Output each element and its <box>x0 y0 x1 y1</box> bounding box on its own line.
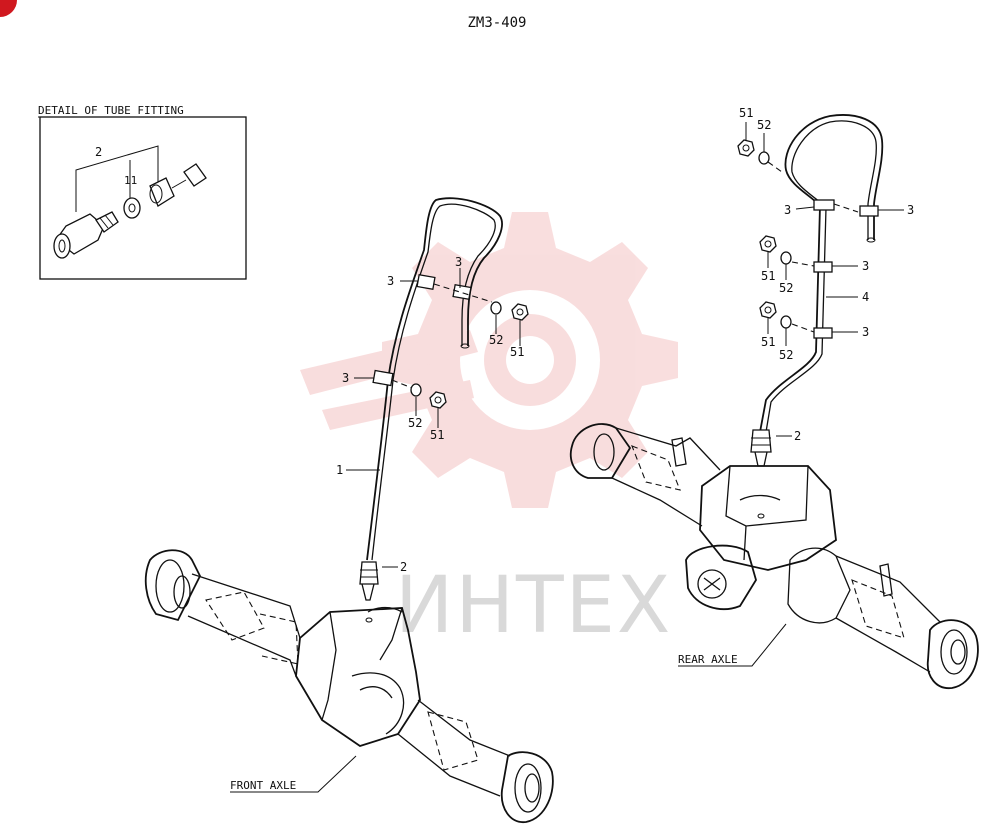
front-label-3-upper-left: 3 <box>387 274 394 288</box>
front-washer-upper-icon <box>490 301 502 315</box>
front-axle-housing <box>144 549 554 823</box>
front-label-51-lower: 51 <box>430 428 444 442</box>
detail-label-11: 11 <box>124 174 137 187</box>
front-tube-1 <box>366 197 503 561</box>
page-title: ZM3-409 <box>467 15 526 31</box>
rear-label-52-top: 52 <box>757 118 771 132</box>
rear-label-3-lower: 3 <box>862 325 869 339</box>
rear-label-3-top-right: 3 <box>907 203 914 217</box>
detail-title: DETAIL OF TUBE FITTING <box>38 104 184 117</box>
front-label-3-upper-right: 3 <box>455 255 462 269</box>
rear-nut-middle-icon <box>759 235 777 253</box>
front-clip-upper-right <box>452 283 472 301</box>
front-axle-label: FRONT AXLE <box>230 779 296 792</box>
rear-label-51-top: 51 <box>739 106 753 120</box>
rear-axle-housing <box>569 423 979 689</box>
front-label-2: 2 <box>400 560 407 574</box>
front-label-52-upper: 52 <box>489 333 503 347</box>
front-fitting-icon <box>359 561 379 585</box>
rear-washer-middle-icon <box>780 251 792 265</box>
rear-label-4: 4 <box>862 290 869 304</box>
rear-fitting-icon <box>750 429 772 453</box>
rear-axle-label: REAR AXLE <box>678 653 738 666</box>
rear-tube-4 <box>759 114 884 433</box>
front-label-52-lower: 52 <box>408 416 422 430</box>
rear-label-3-top-left: 3 <box>784 203 791 217</box>
front-clip-lower <box>372 369 394 387</box>
corner-badge <box>0 0 17 17</box>
rear-washer-top-icon <box>758 151 770 165</box>
rear-label-3-middle: 3 <box>862 259 869 273</box>
front-label-3-lower: 3 <box>342 371 349 385</box>
front-label-1: 1 <box>336 463 343 477</box>
rear-label-51-lower: 51 <box>761 335 775 349</box>
rear-label-51-middle: 51 <box>761 269 775 283</box>
rear-clip-middle <box>813 261 833 273</box>
front-axle-assembly: FRONT AXLE 1 2 3 3 3 52 51 52 51 <box>144 197 554 823</box>
detail-box <box>39 116 247 280</box>
rear-clip-top-right <box>859 205 879 217</box>
rear-washer-lower-icon <box>780 315 792 329</box>
rear-nut-lower-icon <box>759 301 777 319</box>
tube-fitting-icon <box>53 163 207 259</box>
rear-label-52-middle: 52 <box>779 281 793 295</box>
front-nut-upper-icon <box>511 303 529 321</box>
rear-axle-assembly: REAR AXLE 51 52 3 3 51 52 3 4 51 52 3 2 <box>569 106 979 689</box>
rear-clip-top-left <box>813 199 835 211</box>
rear-nut-top-icon <box>737 139 755 157</box>
detail-label-2: 2 <box>95 145 102 159</box>
rear-label-2: 2 <box>794 429 801 443</box>
rear-clip-lower <box>813 327 833 339</box>
front-clip-upper-left <box>416 273 436 291</box>
front-nut-lower-icon <box>429 391 447 409</box>
detail-of-tube-fitting: DETAIL OF TUBE FITTING 2 11 <box>38 104 247 280</box>
watermark-text: ИНТЕХ <box>395 561 672 651</box>
front-label-51-upper: 51 <box>510 345 524 359</box>
front-washer-lower-icon <box>410 383 422 397</box>
rear-label-52-lower: 52 <box>779 348 793 362</box>
